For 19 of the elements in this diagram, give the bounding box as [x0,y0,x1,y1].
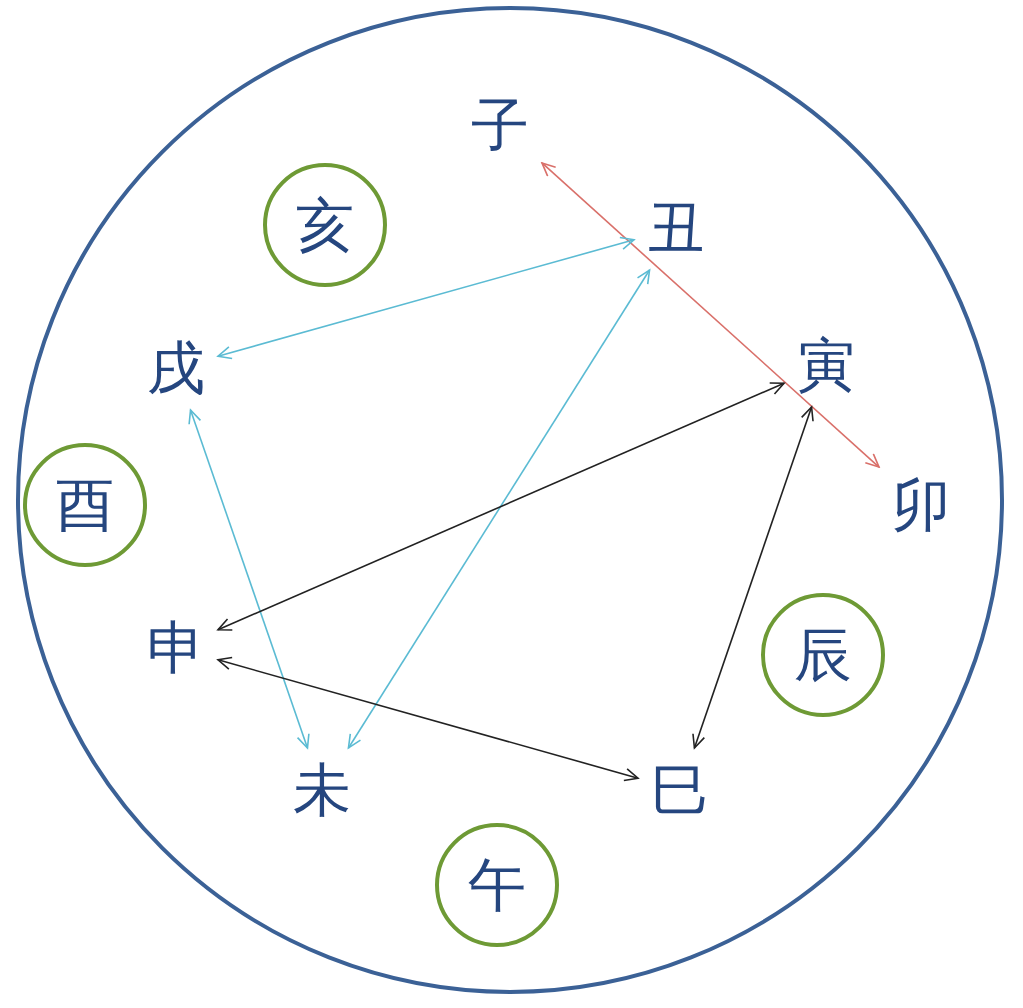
double-arrow [692,406,814,749]
double-arrow [188,409,310,749]
double-arrow [217,656,639,782]
double-arrow [217,236,635,360]
zodiac-character: 未 [289,757,355,823]
circled-character: 辰 [761,593,885,717]
zodiac-character: 巳 [647,757,713,823]
double-arrow [347,269,651,749]
circled-character: 酉 [23,443,147,567]
double-arrow [217,382,785,631]
zodiac-character: 寅 [793,332,859,398]
double-arrow [541,162,880,468]
zodiac-character: 申 [143,615,209,681]
zodiac-character: 丑 [643,195,709,261]
zodiac-character: 子 [467,92,533,158]
zodiac-character: 戌 [143,335,209,401]
zodiac-character: 卯 [888,472,954,538]
circled-character: 亥 [263,163,387,287]
circled-character: 午 [435,823,559,947]
